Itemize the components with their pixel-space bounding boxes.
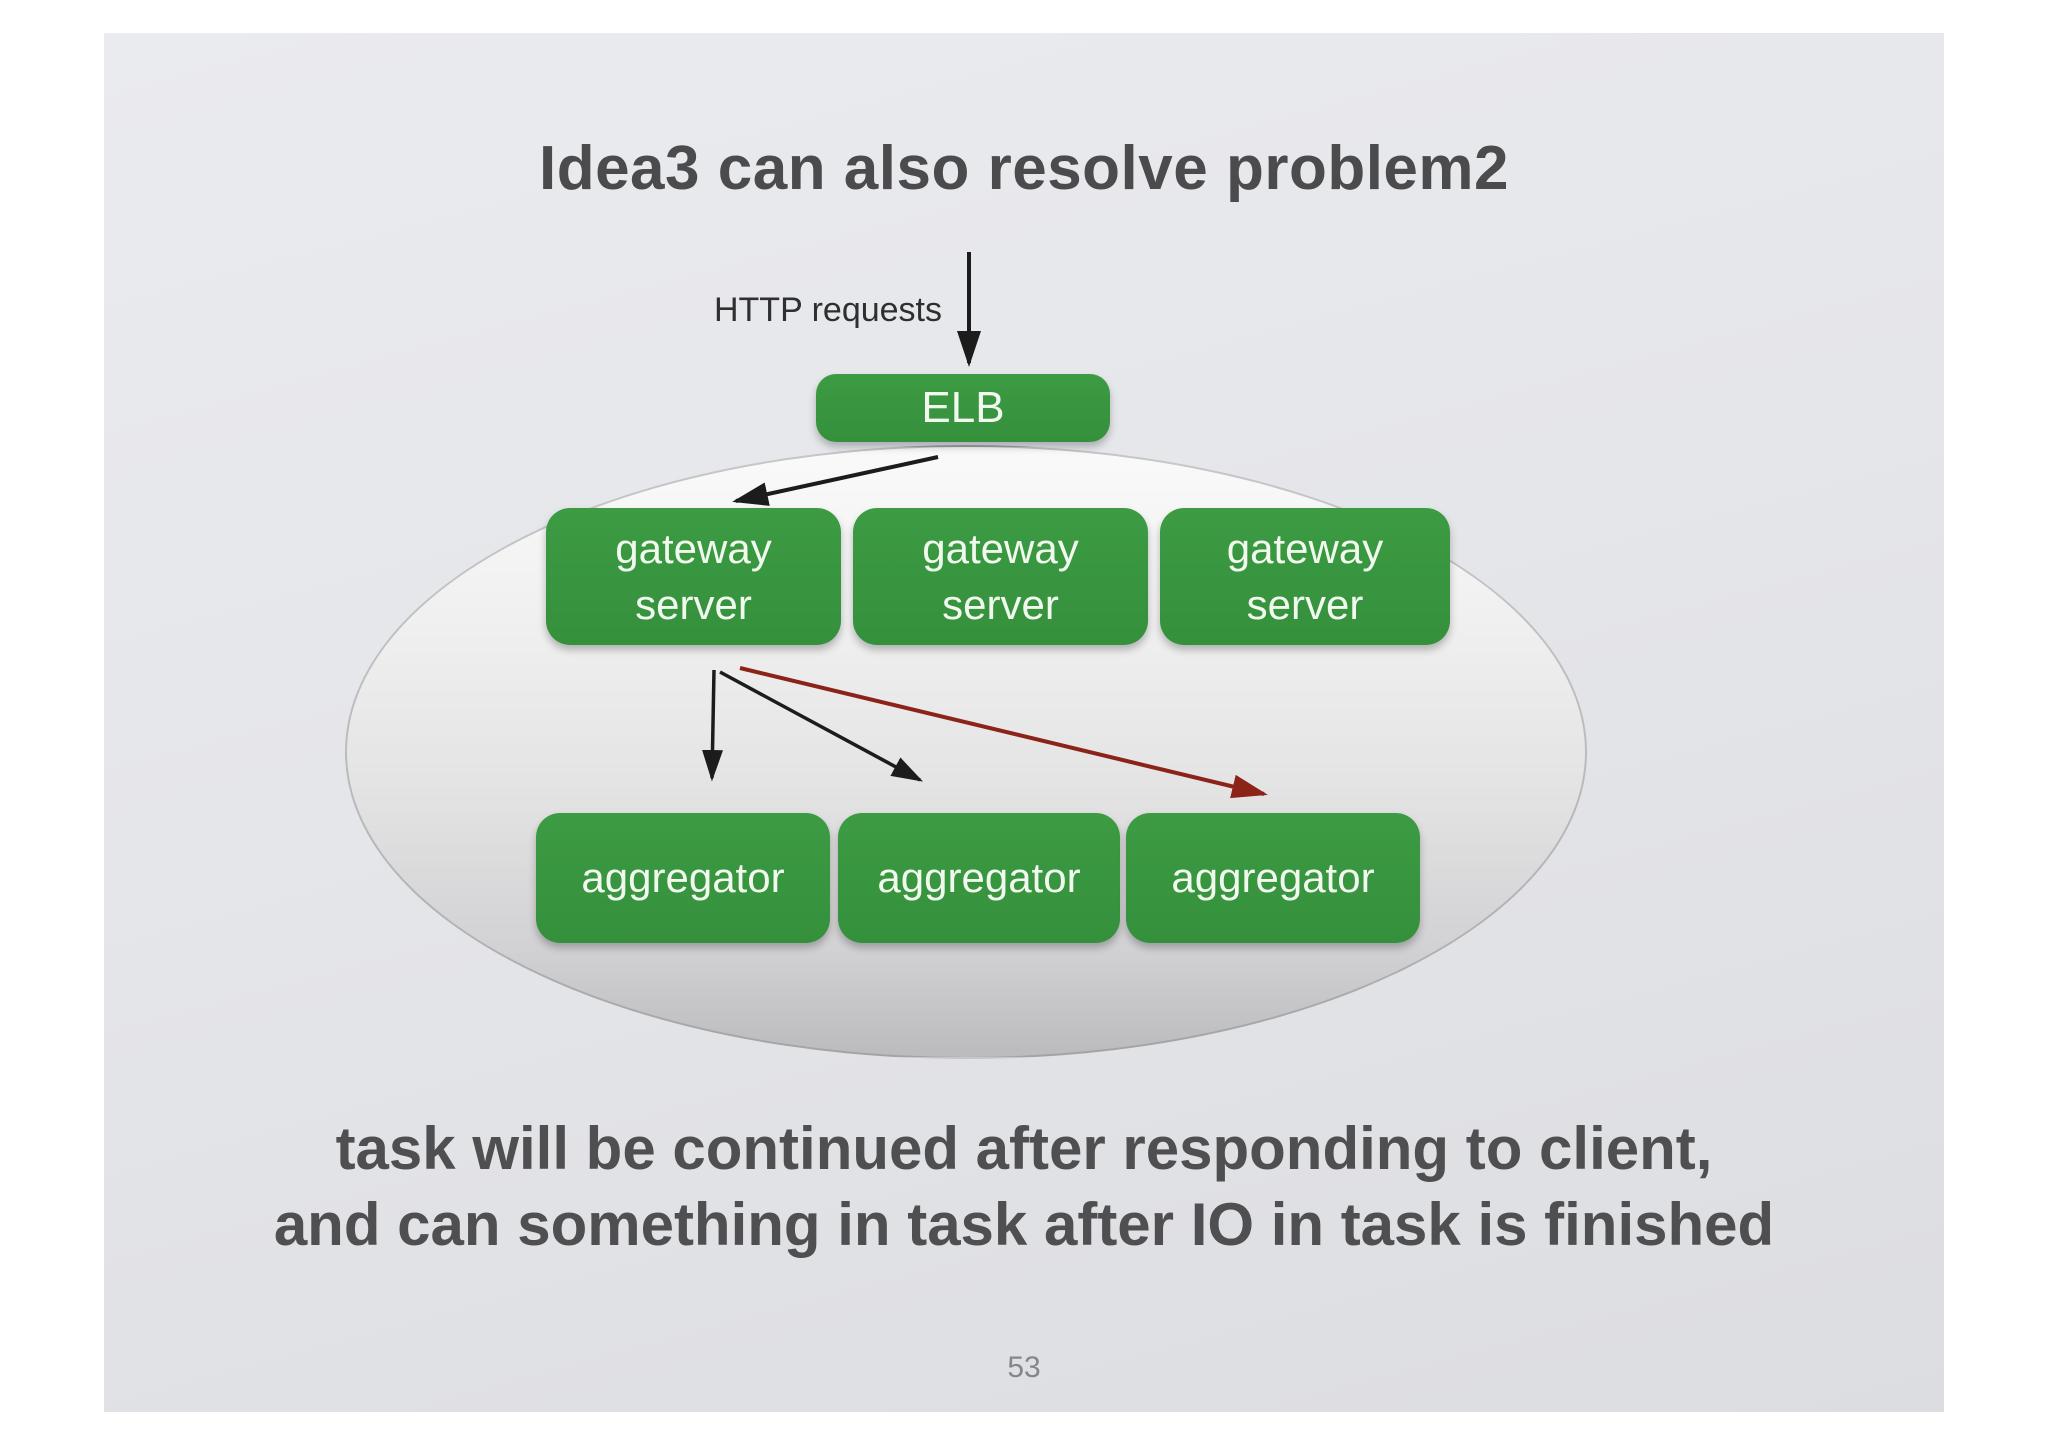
gateway-label-line1: gateway <box>922 524 1079 572</box>
elb-node: ELB <box>816 374 1110 442</box>
caption-line-1: task will be continued after responding … <box>335 1115 1713 1182</box>
slide-caption: task will be continued after responding … <box>104 1111 1944 1263</box>
presentation-slide: Idea3 can also resolve problem2 HTTP req… <box>104 33 1944 1412</box>
aggregator-label: aggregator <box>581 854 785 901</box>
aggregator-node-1: aggregator <box>536 813 830 943</box>
page-number: 53 <box>1007 1351 1041 1384</box>
gateway-server-node-3: gateway server <box>1160 508 1450 645</box>
http-requests-label: HTTP requests <box>713 291 942 329</box>
elb-label: ELB <box>921 383 1005 432</box>
gateway-label-line1: gateway <box>615 524 772 572</box>
gateway-label-line2: server <box>1246 580 1364 628</box>
aggregator-node-2: aggregator <box>838 813 1120 943</box>
aggregator-label: aggregator <box>1171 854 1375 901</box>
gateway-label-line1: gateway <box>1226 524 1384 572</box>
caption-line-2: and can something in task after IO in ta… <box>273 1191 1775 1258</box>
gateway-label-line2: server <box>635 580 752 628</box>
gateway-server-node-1: gateway server <box>546 508 841 645</box>
aggregator-label: aggregator <box>877 854 1081 901</box>
slide-title: Idea3 can also resolve problem2 <box>538 134 1510 203</box>
gateway-label-line2: server <box>942 580 1059 628</box>
gateway-server-node-2: gateway server <box>853 508 1148 645</box>
aggregator-node-3: aggregator <box>1126 813 1420 943</box>
